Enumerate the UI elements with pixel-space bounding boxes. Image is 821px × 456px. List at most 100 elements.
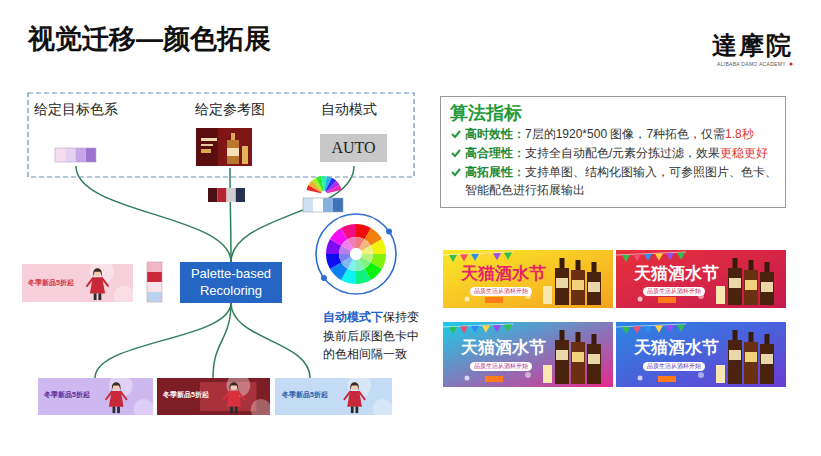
bunting-flag — [655, 325, 663, 332]
wheel-wedge — [326, 254, 341, 269]
output-lines — [95, 303, 310, 378]
figure-arm — [344, 392, 350, 399]
output-line — [95, 303, 231, 378]
bottle-neck — [765, 334, 770, 344]
figure-hair — [229, 382, 238, 391]
palette-swatch — [55, 148, 65, 162]
bottle-label — [761, 282, 773, 292]
bunting-flag — [493, 253, 501, 260]
promo-banner — [616, 250, 786, 308]
banner-decoration — [113, 286, 134, 307]
mode-button: AUTO — [320, 134, 387, 162]
bottle-body — [555, 340, 569, 384]
text-line: 高合理性：支持全自动配色/元素分拣过滤，效果更稳更好 — [450, 144, 779, 163]
palette-swatch — [323, 198, 333, 212]
node-text: 高合理性： — [465, 146, 525, 160]
input-option: 给定参考图 — [192, 98, 268, 168]
text-line: Palette-based Recoloring — [186, 266, 276, 299]
bunting-flag — [449, 327, 457, 334]
check-stroke — [452, 150, 460, 156]
palette-swatch — [147, 292, 162, 302]
reference-ground — [196, 128, 252, 166]
bottle-body — [587, 272, 601, 305]
connector — [231, 166, 354, 262]
palette-outline — [147, 262, 162, 302]
text-line: 高拓展性：支持单图、结构化图输入，可参照图片、色卡、智能配色进行拓展输出 — [450, 163, 779, 200]
bunting-flag — [504, 252, 512, 259]
reference-image — [196, 128, 252, 166]
bunting-flag — [633, 254, 641, 261]
wheel-wedge — [341, 224, 356, 239]
promo-ground — [616, 250, 786, 308]
slide-title: 视觉迁移—颜色拓展 — [28, 23, 271, 55]
beer-glass — [716, 365, 725, 383]
bottle-label — [745, 280, 757, 290]
input-option: 自动模式 AUTO — [316, 98, 392, 166]
figure-leg — [230, 407, 233, 413]
bubble — [638, 376, 643, 381]
bunting-flag — [644, 326, 652, 333]
promo-banner — [443, 250, 613, 308]
figure-arm — [102, 278, 108, 286]
bunting-flag — [493, 325, 501, 332]
figure-leg — [355, 407, 358, 413]
bottle-label — [588, 354, 600, 364]
bubble — [525, 372, 531, 378]
promo-tagline: 品质生活从酒杯开始 — [643, 287, 705, 296]
color-wheel — [316, 214, 396, 294]
bottle-neck — [749, 260, 754, 270]
figure-hair — [350, 382, 359, 391]
figure-head — [230, 383, 237, 390]
check-mark — [451, 148, 461, 158]
bottle-neck — [733, 330, 738, 340]
banner-image — [157, 374, 271, 420]
bottle-body — [728, 340, 742, 384]
figure-head — [113, 383, 120, 390]
promo-tagline: 品质生活从酒杯开始 — [643, 362, 705, 371]
bunting-flag — [677, 252, 685, 259]
node-text: Palette-based Recoloring — [191, 266, 271, 297]
node-text: 1.8秒 — [725, 127, 754, 141]
text-line: 算法指标 — [450, 102, 779, 125]
check-stroke — [452, 131, 460, 137]
promo-ground — [443, 322, 613, 387]
connector — [230, 168, 231, 262]
node-text: 自动模式 — [321, 101, 377, 117]
figure-arm — [238, 392, 244, 399]
beer-glass — [543, 365, 552, 383]
palette-swatch — [147, 262, 162, 272]
bubble — [638, 297, 643, 302]
banner-image — [22, 259, 135, 306]
bunting-flag — [449, 255, 457, 262]
promo-title: 天猫酒水节 — [461, 338, 546, 358]
reference-text-bar — [201, 144, 213, 146]
color-palette — [208, 188, 245, 202]
bottle-body — [227, 140, 239, 164]
bottle-neck — [592, 334, 597, 344]
logo-text: 達摩院 — [712, 31, 793, 61]
text-line: 高时效性：7层的1920*500 图像，7种拓色，仅需1.8秒 — [450, 125, 779, 144]
palette-swatch — [313, 198, 323, 212]
bunting-flag — [677, 324, 685, 331]
wheel-wedge — [356, 259, 365, 271]
bottle-neck — [749, 332, 754, 342]
bottle-label — [572, 352, 584, 362]
palette-swatch — [208, 188, 217, 202]
palette-swatch — [227, 188, 236, 202]
output-line — [213, 303, 231, 378]
figure-leg — [235, 407, 238, 413]
palette-swatch — [76, 148, 86, 162]
logo-subtext: ALIBABA DAMO ACADEMY — [717, 61, 786, 67]
bunting-flag — [471, 326, 479, 333]
text-line: 给定目标色系 — [34, 101, 118, 118]
process-box: Palette-based Recoloring — [180, 262, 282, 303]
input-option: 给定目标色系 — [30, 98, 122, 166]
bottle-body — [571, 270, 585, 305]
figure-leg — [98, 293, 101, 300]
bottle-label — [761, 354, 773, 364]
banner-decoration — [372, 399, 393, 420]
bottle-body — [760, 272, 774, 305]
promo-banner — [616, 322, 786, 387]
bottle-body — [555, 268, 569, 305]
bottle-neck — [576, 260, 581, 270]
